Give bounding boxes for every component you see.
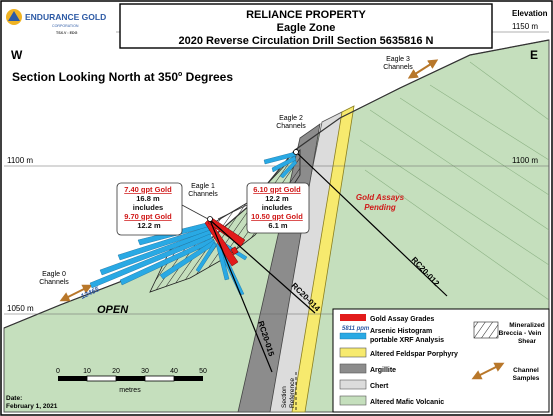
legend-breccia-swatch xyxy=(473,321,499,339)
legend-volcanic-label: Altered Mafic Volcanic xyxy=(370,399,444,406)
gold-assay-grades xyxy=(204,217,246,267)
logo-text: ENDURANCE GOLD xyxy=(25,12,106,22)
logo-peak xyxy=(8,11,20,21)
collar-eagle2 xyxy=(293,149,299,155)
collar-eagle1 xyxy=(207,216,213,222)
legend-porphyry-swatch xyxy=(339,347,367,358)
drill-holes xyxy=(209,151,448,373)
scale-bar xyxy=(58,375,203,382)
title-box xyxy=(119,3,493,49)
title-line3: 2020 Reverse Circulation Drill Section 5… xyxy=(179,35,434,47)
scale-tick-20: 20 xyxy=(112,368,120,375)
eagle0-channel-arrow xyxy=(59,284,93,302)
legend-porphyry-label: Altered Feldspar Porphyry xyxy=(370,351,458,358)
assay-right: 6.10 gpt Gold 12.2 m includes 10.50 gpt … xyxy=(251,185,305,230)
legend-chert-label: Chert xyxy=(370,383,389,390)
scale-tick-10: 10 xyxy=(83,368,91,375)
logo-box xyxy=(4,4,116,37)
legend-gold-swatch xyxy=(340,314,366,321)
legend-arsenic-swatch xyxy=(339,332,367,340)
scale-unit: metres xyxy=(119,387,141,394)
assay-box-right xyxy=(246,182,310,234)
elevation-1100-right: 1100 m xyxy=(512,156,538,165)
legend-box xyxy=(332,308,550,413)
volcanic-texture xyxy=(359,61,550,301)
title-line2: Eagle Zone xyxy=(277,22,336,34)
eagle3-channel-arrow xyxy=(407,59,439,79)
section-subtitle: Section Looking North at 350o Degrees xyxy=(12,70,233,84)
elevation-1100-left: 1100 m xyxy=(7,156,33,165)
date-label: Date:February 1, 2021 xyxy=(6,395,58,410)
open-label: OPEN xyxy=(97,304,129,316)
scale-tick-40: 40 xyxy=(170,368,178,375)
legend-gold-label: Gold Assay Grades xyxy=(370,316,434,323)
legend-ppm: 5811 ppm xyxy=(342,326,370,332)
legend-chert-swatch xyxy=(339,379,367,390)
logo-sub: CORPORATION xyxy=(52,24,79,28)
title-line1: RELIANCE PROPERTY xyxy=(246,9,366,21)
assay-left: 7.40 gpt Gold 16.8 m includes 9.70 gpt G… xyxy=(124,185,174,230)
east-label: E xyxy=(530,48,538,62)
assay-box-left xyxy=(116,182,183,236)
legend-argillite-swatch xyxy=(339,363,367,374)
scale-tick-30: 30 xyxy=(141,368,149,375)
legend-argillite-label: Argillite xyxy=(370,367,396,374)
west-label: W xyxy=(11,48,23,62)
elevation-1050-left: 1050 m xyxy=(7,304,34,313)
elevation-label: Elevation xyxy=(512,9,548,18)
porphyry-unit xyxy=(291,105,355,413)
ticker: TSX.V : EDG xyxy=(56,31,78,35)
scale-tick-50: 50 xyxy=(199,368,207,375)
section-reference-label: SectionReference xyxy=(281,378,296,408)
scale-tick-0: 0 xyxy=(56,368,60,375)
elevation-1150-left: 1150 m xyxy=(512,22,538,31)
legend-channel-arrow xyxy=(471,362,505,380)
legend-volcanic-swatch xyxy=(339,395,367,406)
